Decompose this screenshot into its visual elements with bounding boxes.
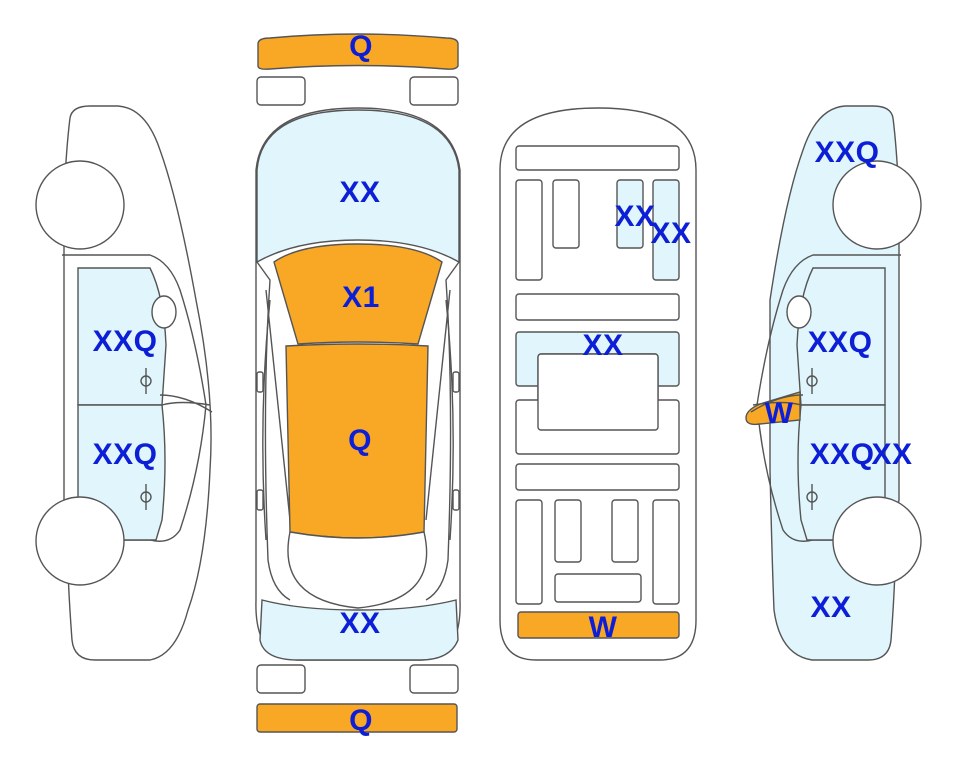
rear-bumper [256, 703, 458, 733]
label-floor-seat-1: XX [614, 200, 655, 233]
left-front-wheel [35, 160, 125, 250]
right-side-mirror [786, 295, 812, 329]
left-b-pillar [159, 394, 213, 413]
front-light-right [409, 76, 459, 106]
rear-light-left [256, 664, 306, 694]
left-side-view [35, 105, 213, 661]
damage-labels: Q XX X1 Q XX Q XX XX XX W XXQ XXQ XXQ XX… [93, 30, 912, 737]
floor-mid-rail [515, 293, 680, 321]
floor-rear-right-1 [611, 499, 639, 563]
right-front-wheel [832, 160, 922, 250]
floor-seat-right-2 [652, 179, 680, 281]
label-floor-center: XX [582, 329, 623, 362]
windshield-panel [273, 243, 443, 345]
floor-rear-right-2 [652, 499, 680, 605]
left-mirror [151, 295, 177, 329]
label-right-mirror: W [765, 397, 794, 430]
label-left-front-door: XXQ [93, 325, 158, 358]
floor-seat-left-2 [552, 179, 580, 249]
label-floor-seat-2: XX [650, 217, 691, 250]
trunk-panel [259, 599, 459, 661]
right-rear-door-handle [806, 484, 818, 510]
floor-seat-left-1 [515, 179, 543, 281]
floor-seat-right-1 [616, 179, 644, 249]
top-view [255, 33, 461, 733]
rear-window-panel [287, 531, 428, 609]
label-floor-rear: W [589, 611, 618, 644]
label-right-front-fender: XXQ [815, 136, 880, 169]
floor-front-rail [515, 145, 680, 171]
label-right-rear-quarter: XX [810, 591, 851, 624]
side-left-inner [262, 289, 291, 541]
floor-tunnel-front [537, 353, 659, 431]
side-right [425, 261, 460, 601]
label-right-rear-door-2: XX [871, 438, 912, 471]
left-front-door-handle [140, 368, 152, 394]
front-bumper [257, 33, 459, 70]
hood-panel [256, 109, 460, 264]
label-right-front-door: XXQ [808, 326, 873, 359]
right-front-door-handle [806, 368, 818, 394]
floor-view [499, 107, 697, 661]
side-right-inner [425, 289, 454, 541]
floor-rear-rail [515, 463, 680, 491]
label-trunk: XX [339, 607, 380, 640]
mirror-right-top [452, 371, 460, 393]
floor-rear-left-2 [554, 499, 582, 563]
right-mirror-panel [745, 391, 801, 426]
right-b-pillar [750, 394, 804, 413]
label-left-rear-door: XXQ [93, 438, 158, 471]
left-rear-wheel [35, 496, 125, 586]
handle-right-top [452, 489, 460, 511]
label-right-rear-door-1: XXQ [810, 438, 875, 471]
front-light-left [256, 76, 306, 106]
left-rear-door-handle [140, 484, 152, 510]
label-hood: XX [339, 176, 380, 209]
right-side-view [745, 105, 922, 661]
label-windshield: X1 [342, 281, 380, 314]
floor-spare [554, 573, 642, 603]
floor-rear-left-1 [515, 499, 543, 605]
floor-rear-panel [517, 611, 680, 639]
handle-left-top [256, 489, 264, 511]
floor-outline [499, 107, 697, 661]
label-rear-bumper: Q [349, 704, 373, 737]
mirror-left-top [256, 371, 264, 393]
label-front-bumper: Q [349, 30, 373, 63]
label-roof: Q [348, 424, 372, 457]
side-left [256, 261, 291, 601]
rear-light-right [409, 664, 459, 694]
right-rear-wheel [832, 496, 922, 586]
